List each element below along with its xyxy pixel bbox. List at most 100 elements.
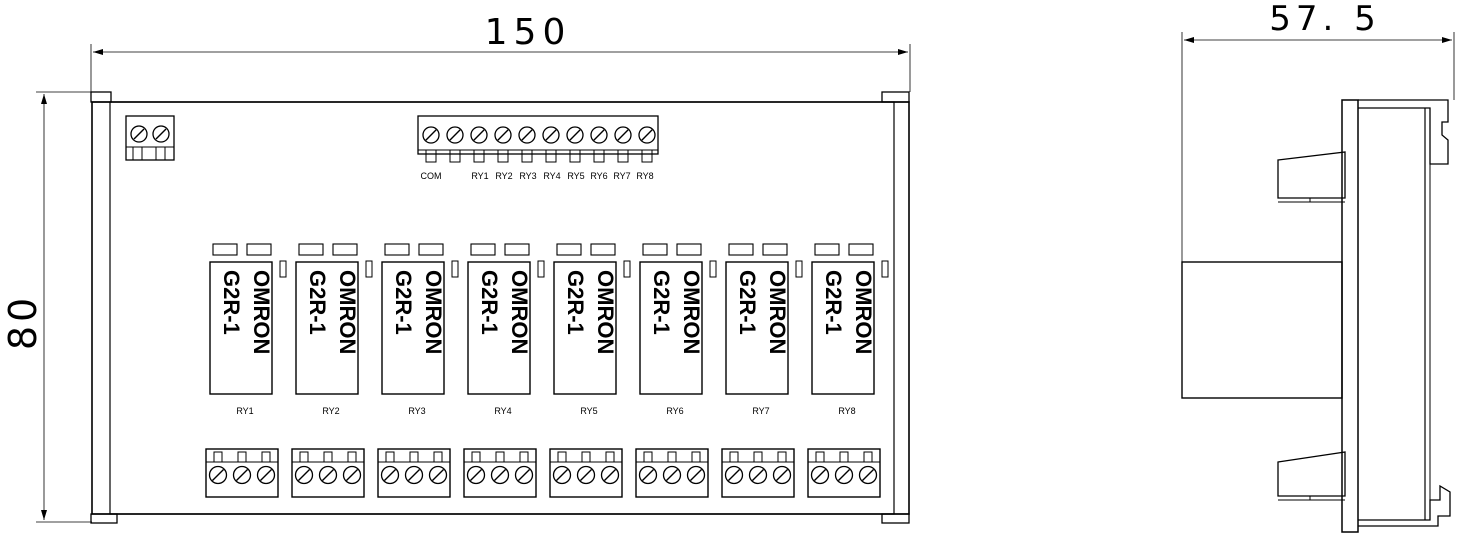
relay-label: RY1: [236, 406, 253, 416]
screw-icon: [494, 126, 512, 144]
screw-icon: [834, 465, 854, 485]
relay-label: RY5: [580, 406, 597, 416]
led-indicator: [451, 260, 459, 278]
signal-terminal-block: COM RY1 RY2 RY3 RY4 RY5 RY6 RY7 RY8: [417, 115, 659, 181]
screw-icon: [748, 465, 768, 485]
output-terminal-blocks: [205, 448, 881, 498]
screw-icon: [638, 126, 656, 144]
screw-icon: [342, 465, 362, 485]
terminal-label-ry3: RY3: [519, 171, 536, 181]
relay-brand-label: OMRON: [851, 270, 876, 354]
screw-icon: [470, 126, 488, 144]
output-terminal-block: [377, 448, 451, 498]
screw-icon: [686, 465, 706, 485]
output-terminal-block: [291, 448, 365, 498]
relay-brand-label: OMRON: [507, 270, 532, 354]
screw-icon: [294, 465, 314, 485]
screw-icon: [152, 125, 170, 143]
relay-brand-label: OMRON: [421, 270, 446, 354]
relay-body: [295, 261, 359, 395]
relay-model-label: G2R-1: [391, 270, 416, 335]
screw-icon: [566, 126, 584, 144]
screw-icon: [318, 465, 338, 485]
screw-icon: [858, 465, 878, 485]
output-terminal-block: [205, 448, 279, 498]
screw-icon: [428, 465, 448, 485]
front-view: COM RY1 RY2 RY3 RY4 RY5 RY6 RY7 RY8 G2R-…: [90, 91, 910, 524]
terminal-label-ry8: RY8: [636, 171, 653, 181]
width-dimension: 150: [90, 12, 911, 92]
screw-icon: [772, 465, 792, 485]
screw-icon: [638, 465, 658, 485]
screw-icon: [518, 126, 536, 144]
led-indicator: [795, 260, 803, 278]
screw-icon: [256, 465, 276, 485]
relay-body: [553, 261, 617, 395]
screw-icon: [662, 465, 682, 485]
height-dimension-label: 80: [1, 294, 45, 350]
relay-body: [467, 261, 531, 395]
screw-icon: [466, 465, 486, 485]
terminal-label-ry2: RY2: [495, 171, 512, 181]
relay-body: [811, 261, 875, 395]
relay-label: RY4: [494, 406, 511, 416]
relay-body: [209, 261, 273, 395]
screw-icon: [552, 465, 572, 485]
screw-icon: [232, 465, 252, 485]
terminal-label-ry4: RY4: [543, 171, 560, 181]
relay-model-label: G2R-1: [735, 270, 760, 335]
screw-icon: [542, 126, 560, 144]
led-indicator: [365, 260, 373, 278]
screw-icon: [208, 465, 228, 485]
relay-label: RY8: [838, 406, 855, 416]
screw-icon: [404, 465, 424, 485]
relay-model-label: G2R-1: [305, 270, 330, 335]
screw-icon: [490, 465, 510, 485]
terminal-label-ry6: RY6: [590, 171, 607, 181]
led-indicator: [709, 260, 717, 278]
relay-brand-label: OMRON: [335, 270, 360, 354]
led-indicator: [623, 260, 631, 278]
screw-icon: [446, 126, 464, 144]
relay-model-label: G2R-1: [563, 270, 588, 335]
relay-model-label: G2R-1: [821, 270, 846, 335]
output-terminal-block: [807, 448, 881, 498]
terminal-label-ry7: RY7: [613, 171, 630, 181]
relay-model-label: G2R-1: [477, 270, 502, 335]
screw-icon: [590, 126, 608, 144]
relay-brand-label: OMRON: [679, 270, 704, 354]
relay-brand-label: OMRON: [765, 270, 790, 354]
relay-body: [725, 261, 789, 395]
screw-icon: [600, 465, 620, 485]
led-indicator: [881, 260, 889, 278]
relay-model-label: G2R-1: [649, 270, 674, 335]
relay-body: [639, 261, 703, 395]
relay-brand-label: OMRON: [593, 270, 618, 354]
output-terminal-block: [721, 448, 795, 498]
terminal-label-ry1: RY1: [471, 171, 488, 181]
relay-label: RY7: [752, 406, 769, 416]
screw-icon: [130, 125, 148, 143]
power-terminal-block: [125, 115, 175, 161]
relay-brand-label: OMRON: [249, 270, 274, 354]
screw-icon: [810, 465, 830, 485]
width-dimension-label: 150: [485, 12, 572, 53]
screw-icon: [576, 465, 596, 485]
output-terminal-block: [549, 448, 623, 498]
height-dimension: 80: [1, 91, 92, 523]
screw-icon: [724, 465, 744, 485]
terminal-label-ry5: RY5: [567, 171, 584, 181]
side-view: [1181, 99, 1451, 533]
screw-icon: [614, 126, 632, 144]
led-indicator: [537, 260, 545, 278]
relay-label: RY6: [666, 406, 683, 416]
